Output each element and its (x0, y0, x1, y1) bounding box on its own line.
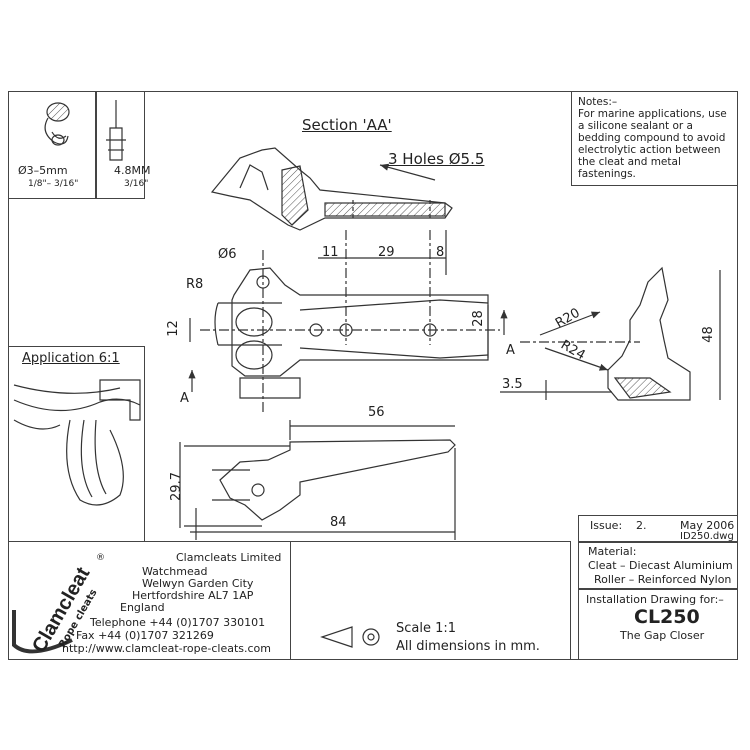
drawing-file: ID250.dwg (680, 531, 734, 542)
notes-line: electrolytic action between (578, 144, 721, 156)
dim-r8: R8 (186, 277, 204, 292)
company-website[interactable]: http://www.clamcleat-rope-cleats.com (62, 642, 272, 655)
notes-box (571, 91, 738, 186)
section-title: Section 'AA' (302, 116, 392, 134)
company-address: England (120, 601, 165, 614)
section-a-left: A (180, 391, 189, 406)
dim-phi6: Ø6 (218, 247, 237, 262)
install-label: Installation Drawing for:– (586, 593, 724, 606)
rope-diameter: Ø3–5mm (18, 164, 68, 177)
dim-84: 84 (330, 515, 347, 530)
notes-line: For marine applications, use (578, 108, 727, 120)
clamcleat-logo: Clamcleat ® Rope cleats (20, 554, 105, 657)
dim-56: 56 (368, 405, 385, 420)
application-title: Application 6:1 (22, 351, 120, 366)
company-address: Watchmead (142, 565, 208, 578)
material-roller: Roller – Reinforced Nylon (594, 573, 732, 586)
dim-3-5: 3.5 (502, 377, 523, 392)
company-telephone: Telephone +44 (0)1707 330101 (90, 616, 266, 629)
rivet-icon (106, 100, 126, 161)
dim-29: 29 (378, 245, 395, 260)
scale-label: Scale 1:1 (396, 621, 457, 636)
issue-number: 2. (636, 519, 647, 532)
rivet-size-inch: 3/16" (124, 179, 149, 189)
company-fax: Fax +44 (0)1707 321269 (76, 629, 214, 642)
logo-swoosh (12, 610, 73, 654)
rivet-size: 4.8MM (114, 164, 151, 177)
notes-line: a silicone sealant or a (578, 120, 693, 132)
company-address: Hertfordshire AL7 1AP (132, 589, 254, 602)
dim-8: 8 (436, 245, 445, 260)
rope-diameter-inch: 1/8"– 3/16" (28, 179, 79, 189)
product-name: The Gap Closer (620, 629, 705, 642)
material-cleat: Cleat – Diecast Aluminium (588, 559, 733, 572)
units-label: All dimensions in mm. (396, 639, 540, 654)
projection-symbol (320, 626, 380, 648)
fastener-divider (95, 91, 97, 199)
section-a-right: A (506, 343, 515, 358)
issue-divider (578, 541, 738, 543)
dim-11: 11 (322, 245, 339, 260)
material-divider (578, 588, 738, 590)
company-address: Welwyn Garden City (142, 577, 254, 590)
company-divider (8, 541, 291, 660)
dim-48: 48 (700, 326, 716, 343)
elevation-view (179, 420, 456, 540)
issue-label: Issue: (590, 519, 623, 532)
top-view (188, 230, 508, 412)
company-name: Clamcleats Limited (176, 551, 282, 564)
material-label: Material: (588, 545, 637, 558)
application-sketch (13, 379, 141, 506)
notes: Notes:– For marine applications, use a s… (578, 96, 738, 180)
notes-line: fastenings. (578, 168, 636, 180)
dim-28: 28 (470, 310, 486, 327)
fastener-box (8, 91, 145, 199)
notes-title: Notes:– (578, 96, 618, 108)
dim-12: 12 (165, 320, 181, 337)
dim-29-7: 29.7 (168, 472, 184, 501)
issue-date: May 2006 (680, 519, 735, 532)
holes-label: 3 Holes Ø5.5 (388, 150, 485, 168)
rope-icon (44, 102, 70, 146)
logo-reg: ® (96, 553, 105, 563)
info-block (578, 515, 738, 660)
notes-line: the cleat and metal (578, 156, 681, 168)
notes-line: bedding compound to avoid (578, 132, 726, 144)
model-number: CL250 (634, 606, 700, 628)
section-aa-view (210, 147, 453, 231)
side-view (500, 266, 721, 401)
